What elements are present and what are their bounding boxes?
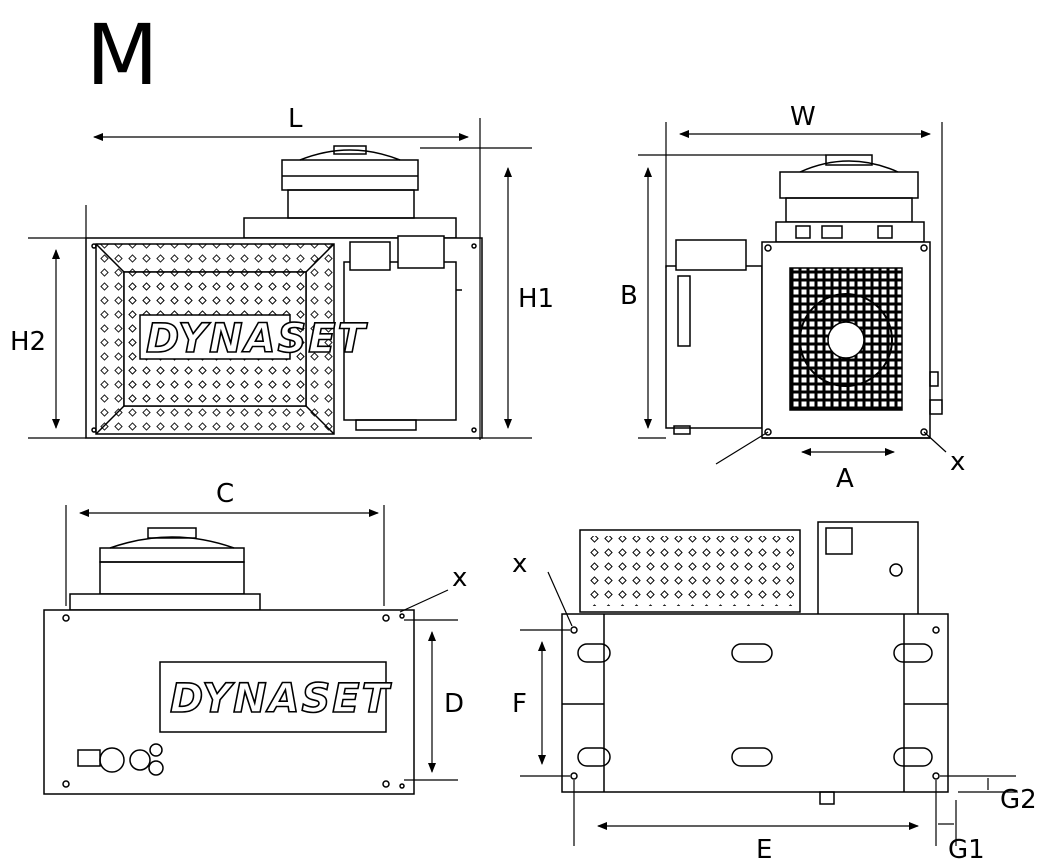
dim-D: D	[444, 689, 464, 719]
dim-L: L	[288, 104, 303, 134]
top-logo: DYNASET	[170, 676, 392, 722]
side-x-label: x	[950, 447, 965, 477]
side-view	[665, 154, 943, 439]
top-dimensions	[65, 505, 458, 781]
side-dimensions	[638, 122, 947, 465]
bottom-dimensions	[520, 571, 1016, 846]
bottom-x-label: x	[512, 549, 527, 579]
dim-A: A	[836, 464, 854, 494]
model-letter: M	[86, 6, 158, 104]
dim-C: C	[216, 479, 234, 509]
dim-E: E	[756, 835, 772, 861]
top-x-label: x	[452, 563, 467, 593]
dim-B: B	[620, 281, 638, 311]
front-dimensions	[28, 118, 532, 440]
dim-W: W	[790, 102, 816, 132]
front-view	[85, 145, 483, 439]
bottom-view	[561, 521, 949, 805]
dim-H1: H1	[518, 284, 554, 314]
front-logo: DYNASET	[146, 316, 368, 362]
dim-G1: G1	[948, 835, 985, 861]
top-view	[43, 527, 415, 795]
dim-G2: G2	[1000, 785, 1037, 815]
dim-F: F	[512, 689, 527, 719]
dim-H2: H2	[10, 327, 46, 357]
